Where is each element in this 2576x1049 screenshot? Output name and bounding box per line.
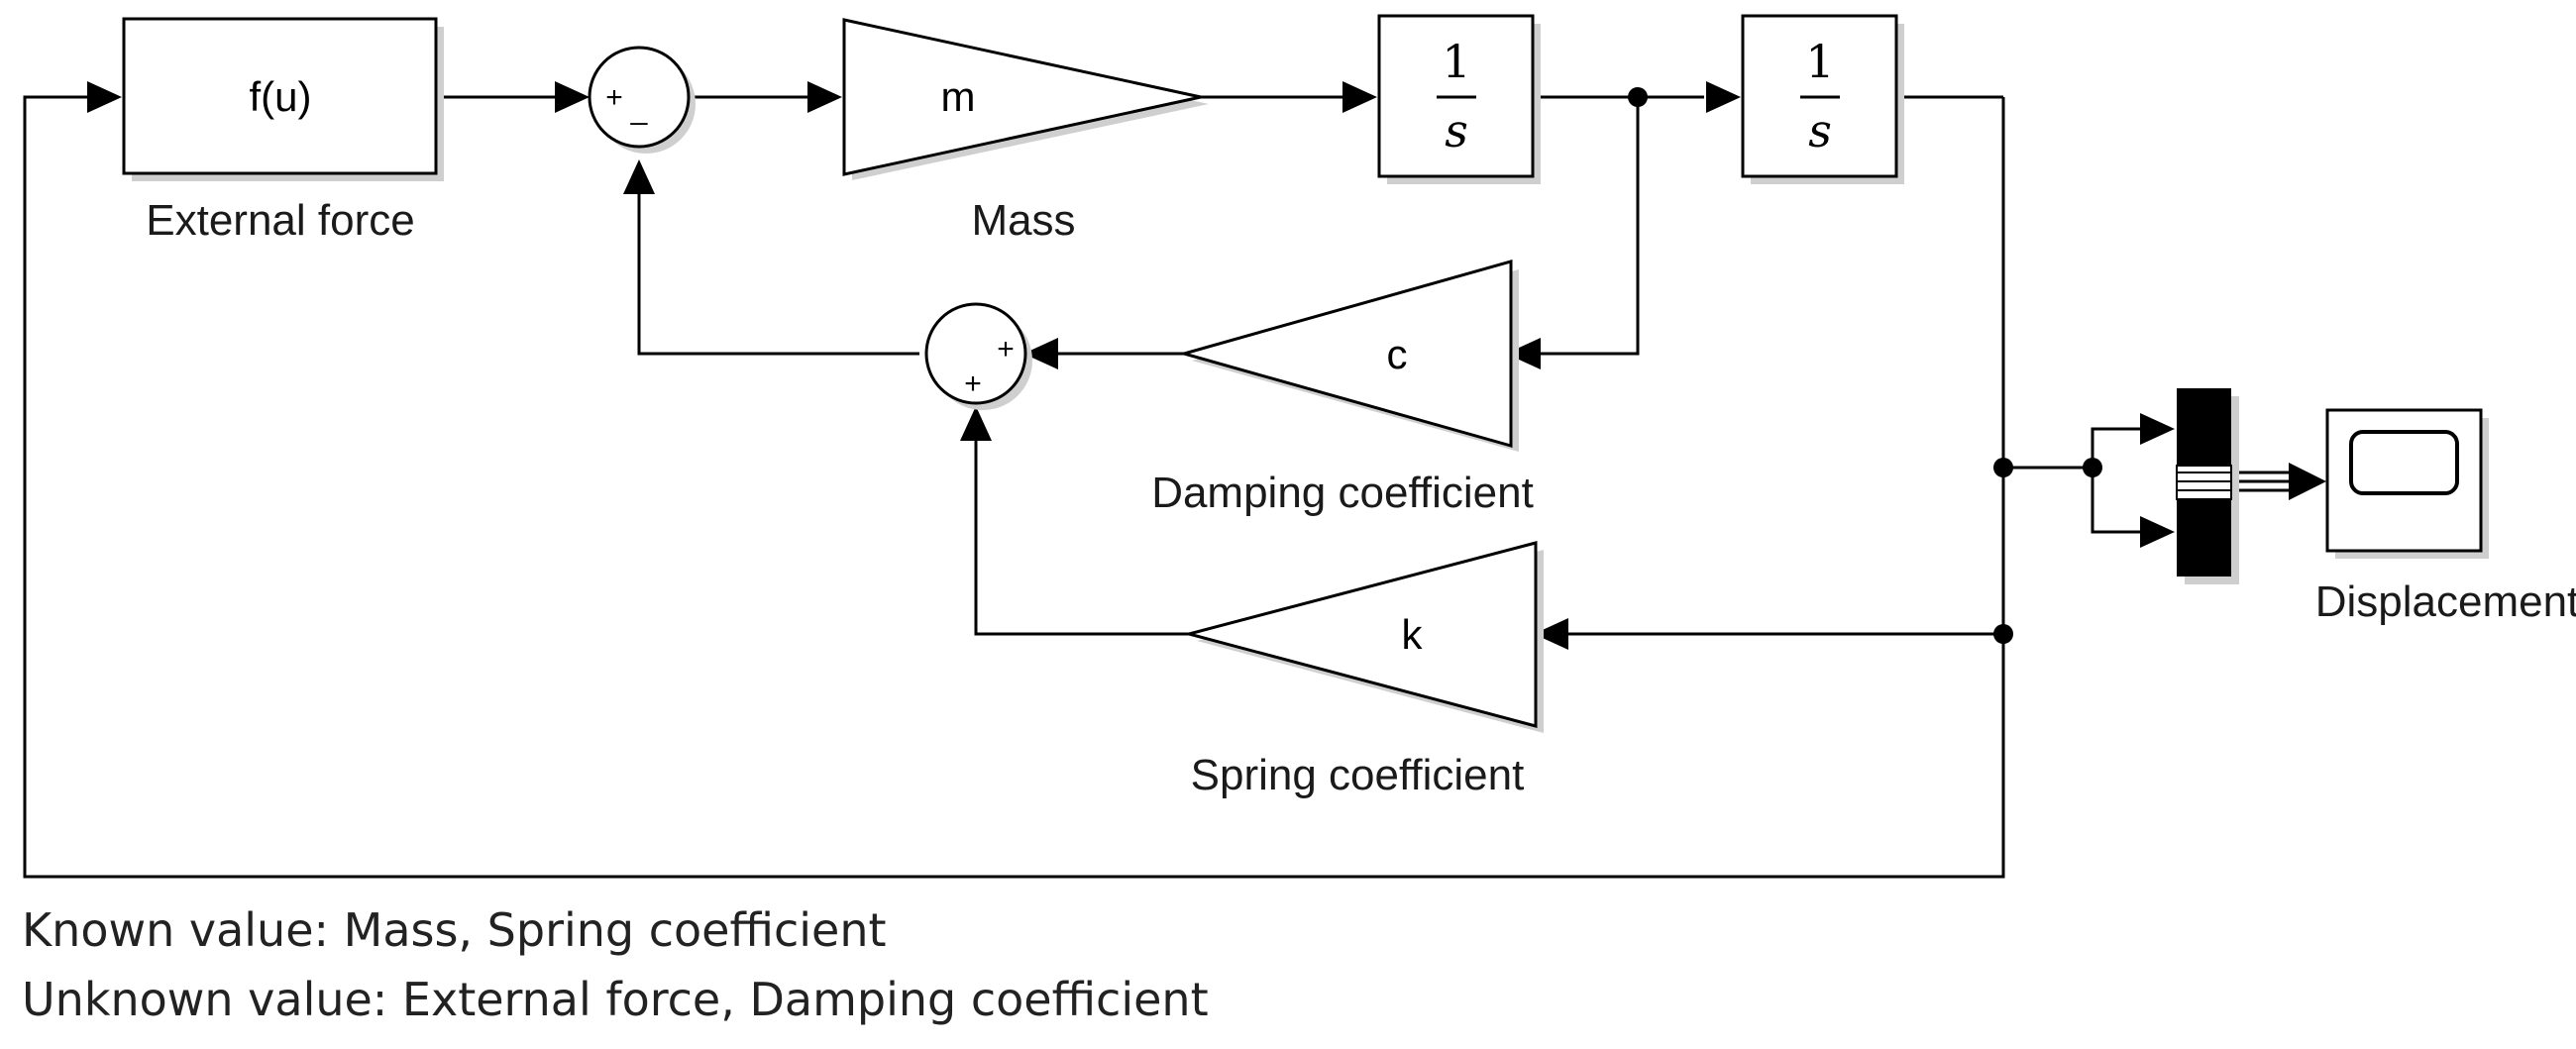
- arrow-into-mux-lower: [2140, 516, 2175, 548]
- arrow-into-damping: [1506, 338, 1541, 369]
- damping-label: Damping coefficient: [1151, 469, 1534, 517]
- spring-label: Spring coefficient: [1191, 751, 1525, 799]
- mass-gain-block[interactable]: m: [842, 18, 1209, 180]
- external-force-label: External force: [146, 196, 414, 245]
- mass-label: Mass: [971, 196, 1075, 245]
- external-force-block[interactable]: f(u): [122, 17, 444, 181]
- junction-displacement-spring: [1993, 624, 2013, 644]
- arrow-into-main-sum: [555, 81, 590, 113]
- junctions: [1628, 87, 2102, 644]
- scope-screen-icon: [2349, 430, 2459, 495]
- arrow-into-mux-upper: [2140, 413, 2175, 445]
- integrator-1-denominator: s: [1445, 104, 1468, 157]
- arrow-into-mass: [807, 81, 842, 113]
- wire-outer-loop: [23, 95, 2005, 879]
- arrow-into-main-sum-bottom: [623, 159, 655, 194]
- scope-block[interactable]: [2325, 408, 2489, 559]
- feedback-sum-sign-bottom: +: [964, 367, 982, 400]
- arrow-into-int2: [1706, 81, 1741, 113]
- mux-block[interactable]: [2176, 388, 2239, 584]
- wire-feedback-to-main-sum: [637, 188, 919, 356]
- arrow-into-feedback-sum-side: [1023, 338, 1058, 369]
- integrator-1-block[interactable]: 1 s: [1377, 14, 1541, 184]
- unknown-value-note: Unknown value: External force, Damping c…: [22, 973, 1209, 1026]
- junction-mux-split: [2083, 458, 2102, 477]
- feedback-sum-block[interactable]: + +: [924, 302, 1032, 410]
- integrator-2-denominator: s: [1808, 104, 1832, 157]
- main-sum-sign-plus: +: [605, 81, 623, 114]
- scope-label: Displacement: [2315, 577, 2576, 626]
- known-value-note: Known value: Mass, Spring coefficient: [22, 903, 887, 957]
- damping-gain-block[interactable]: c: [1178, 260, 1519, 452]
- arrow-into-scope: [2289, 463, 2326, 500]
- main-sum-sign-minus: _: [630, 93, 649, 126]
- mass-content: m: [941, 73, 976, 120]
- signal-lines: [23, 95, 2291, 879]
- wire-spring-to-sum: [974, 436, 1189, 636]
- integrator-2-numerator: 1: [1805, 35, 1834, 88]
- wire-velocity-to-damping: [1531, 97, 1640, 356]
- junction-displacement-mux: [1993, 458, 2013, 477]
- damping-content: c: [1387, 331, 1408, 377]
- integrator-1-numerator: 1: [1442, 35, 1470, 88]
- wire-displacement-to-mux: [2003, 427, 2148, 470]
- feedback-sum-sign-right: +: [997, 333, 1015, 366]
- spring-content: k: [1402, 611, 1424, 658]
- arrow-into-feedback-sum-bottom: [960, 406, 992, 441]
- main-sum-block[interactable]: + _: [588, 46, 696, 154]
- integrator-2-block[interactable]: 1 s: [1741, 14, 1904, 184]
- arrowheads: [87, 81, 2326, 650]
- arrow-into-force: [87, 81, 122, 113]
- spring-gain-block[interactable]: k: [1183, 541, 1544, 733]
- arrow-into-int1: [1342, 81, 1377, 113]
- arrow-into-spring: [1534, 618, 1568, 650]
- external-force-content: f(u): [250, 73, 312, 120]
- junction-velocity: [1628, 87, 1648, 107]
- wire-branch-to-mux-lower: [2091, 468, 2148, 534]
